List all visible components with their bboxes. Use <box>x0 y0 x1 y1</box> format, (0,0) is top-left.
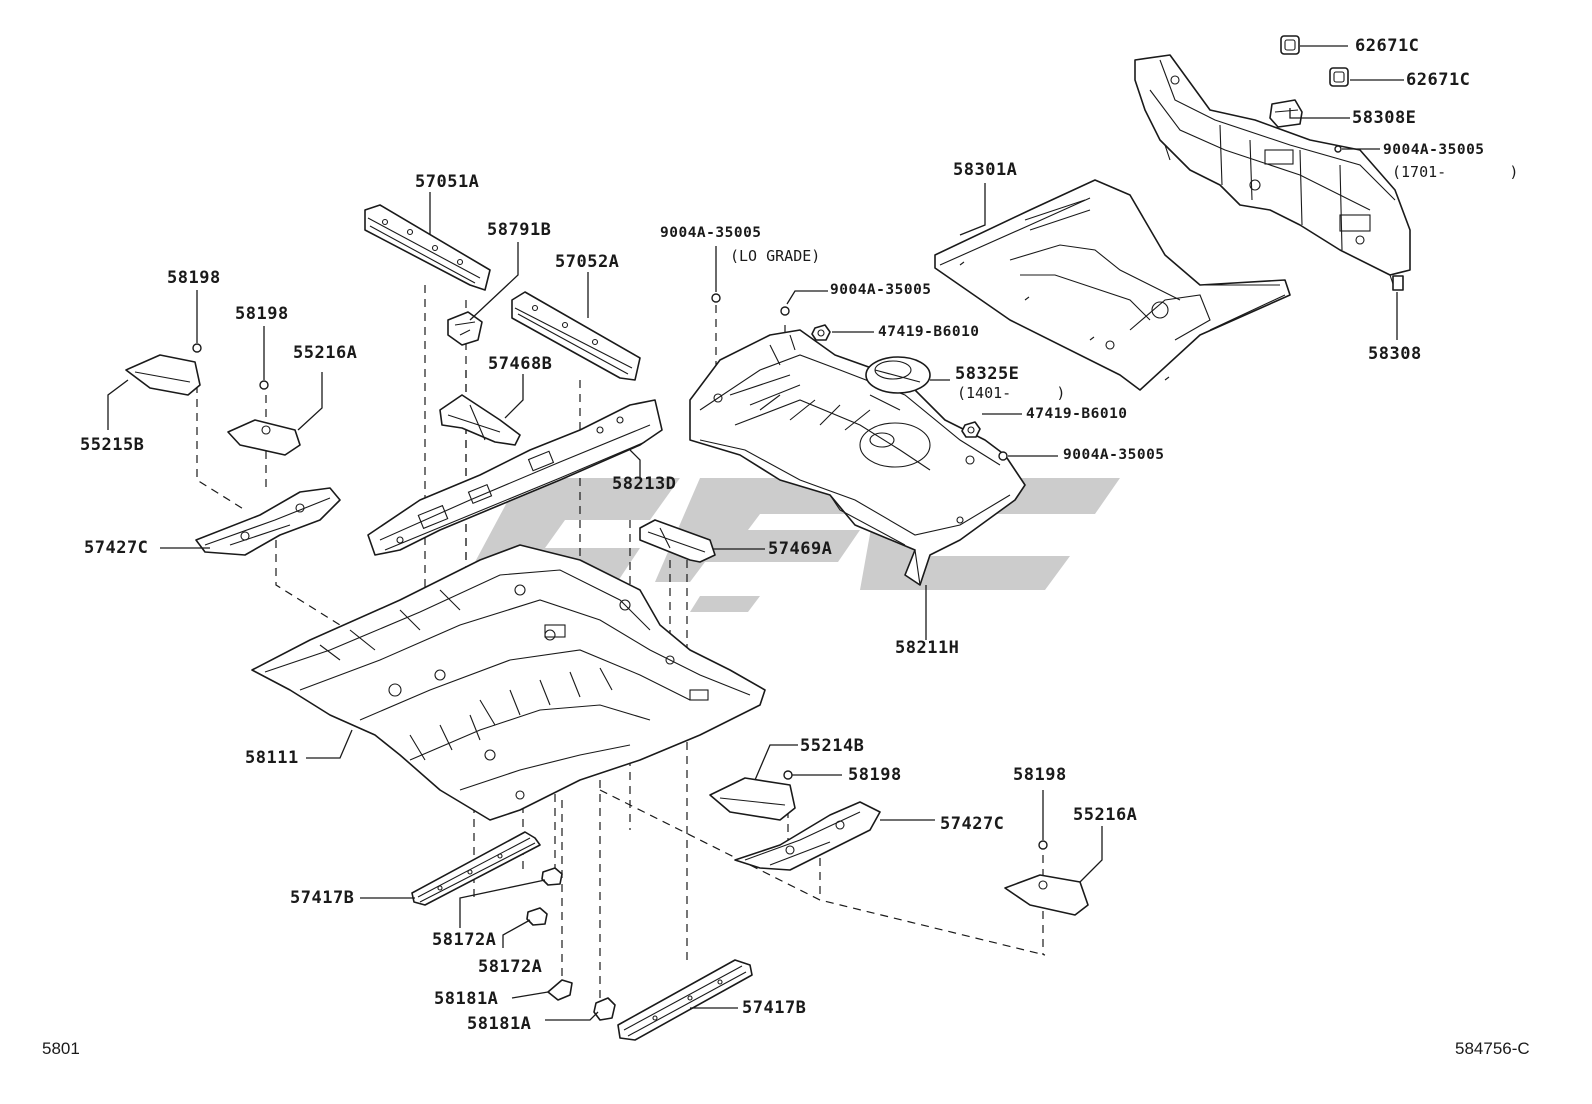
callout-9004a-35005-right: 9004A-35005 <box>1063 447 1165 463</box>
plate-58172a-a <box>541 867 563 886</box>
callout-57469a: 57469A <box>768 539 833 559</box>
callout-57417b-left: 57417B <box>290 888 355 908</box>
callout-58172a-b: 58172A <box>478 957 543 977</box>
callout-58198-c: 58198 <box>848 765 902 785</box>
callout-62671c-a: 62671C <box>1355 36 1420 56</box>
rail-57417b-left <box>411 831 541 906</box>
callout-9004a-35005-lo: 9004A-35005 <box>660 225 762 241</box>
callout-58172a-a: 58172A <box>432 930 497 950</box>
rear-floor-58211h <box>689 329 1026 586</box>
callout-62671c-b: 62671C <box>1406 70 1471 90</box>
clip-9004a-right <box>998 451 1008 461</box>
note-serial-1701: (1701- ) <box>1392 163 1519 181</box>
callout-58791b: 58791B <box>487 220 552 240</box>
plate-58181a-b <box>593 997 616 1021</box>
callout-58301a: 58301A <box>953 160 1018 180</box>
grommet-62671c-b <box>1329 67 1349 87</box>
callout-47419-b6010-b: 47419-B6010 <box>1026 406 1128 422</box>
callout-55216a-top: 55216A <box>293 343 358 363</box>
rail-57417b-right <box>617 959 753 1041</box>
clip-58198-a <box>192 343 202 353</box>
callout-55214b: 55214B <box>800 736 865 756</box>
callout-58181a-b: 58181A <box>467 1014 532 1034</box>
clip-58198-c <box>783 770 793 780</box>
floor-cross-member-58213d <box>367 399 663 556</box>
plate-55216a-top <box>227 419 301 456</box>
front-floor-pan-58111 <box>251 544 766 821</box>
callout-55216a-bottom: 55216A <box>1073 805 1138 825</box>
callout-9004a-35005-mid: 9004A-35005 <box>830 282 932 298</box>
clip-9004a-mid <box>780 306 790 316</box>
clip-58198-b <box>259 380 269 390</box>
callout-57468b: 57468B <box>488 354 553 374</box>
clip-58198-d <box>1038 840 1048 850</box>
callout-57417b-right: 57417B <box>742 998 807 1018</box>
callout-58213d: 58213D <box>612 474 677 494</box>
clip-9004a-lo <box>711 293 721 303</box>
callout-58111: 58111 <box>245 748 299 768</box>
callout-57051a: 57051A <box>415 172 480 192</box>
callout-58181a-a: 58181A <box>434 989 499 1009</box>
plate-55216a-bottom <box>1004 874 1089 916</box>
side-member-57427c-left <box>195 487 341 556</box>
callout-58198-a: 58198 <box>167 268 221 288</box>
callout-47419-b6010-a: 47419-B6010 <box>878 324 980 340</box>
callout-58198-b: 58198 <box>235 304 289 324</box>
plate-58181a-a <box>547 979 573 1001</box>
illustration-number: 584756-C <box>1455 1039 1530 1058</box>
note-serial-1401: (1401- ) <box>957 384 1066 402</box>
rear-panel-assembly <box>1134 54 1411 291</box>
bracket-57468b <box>439 394 521 446</box>
bracket-58791b <box>447 311 483 346</box>
rear-floor-pan-58301a <box>934 179 1291 391</box>
bracket-57469a <box>639 519 716 563</box>
page-number: 5801 <box>42 1039 80 1058</box>
clip-9004a-top <box>1334 145 1342 153</box>
callout-9004a-35005-top: 9004A-35005 <box>1383 142 1485 158</box>
nut-47419-b <box>961 421 981 438</box>
callout-57052a: 57052A <box>555 252 620 272</box>
cross-member-57051a <box>364 204 491 291</box>
bracket-58308 <box>1392 275 1404 291</box>
note-lo-grade: (LO GRADE) <box>730 247 821 265</box>
callout-58325e: 58325E <box>955 364 1020 384</box>
callout-57427c-right: 57427C <box>940 814 1005 834</box>
callout-58198-d: 58198 <box>1013 765 1067 785</box>
cross-member-57052a <box>511 291 641 381</box>
side-member-57427c-right <box>734 801 881 871</box>
grommet-62671c-a <box>1280 35 1300 55</box>
spare-tire-cover-58325e <box>865 356 931 394</box>
callout-58308: 58308 <box>1368 344 1422 364</box>
nut-47419-a <box>811 324 831 341</box>
bracket-58308e <box>1269 99 1303 128</box>
plate-55214b <box>709 777 796 821</box>
leader-lines <box>107 45 1404 1021</box>
plate-55215b <box>125 354 201 396</box>
callout-58308e: 58308E <box>1352 108 1417 128</box>
plate-58172a-b <box>526 907 548 926</box>
callout-55215b: 55215B <box>80 435 145 455</box>
callout-57427c-left: 57427C <box>84 538 149 558</box>
callout-58211h: 58211H <box>895 638 960 658</box>
